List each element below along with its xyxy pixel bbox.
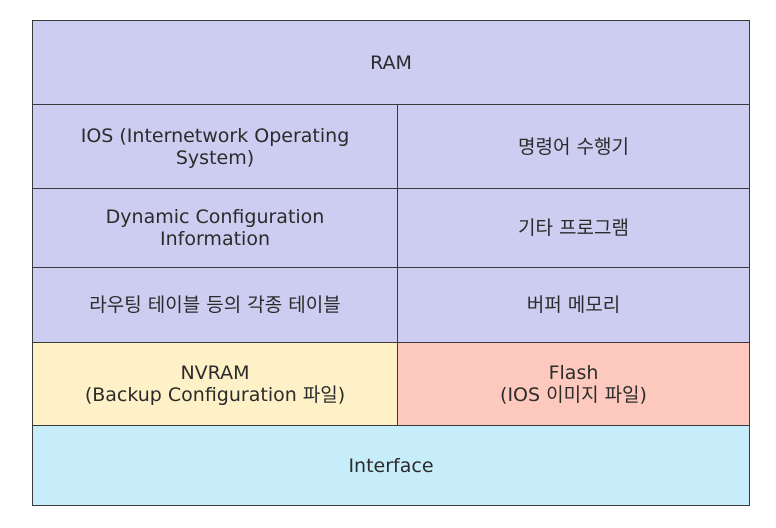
buffer-memory-label: 버퍼 메모리	[526, 294, 621, 316]
flash-cell: Flash (IOS 이미지 파일)	[397, 342, 750, 426]
other-programs-cell: 기타 프로그램	[397, 188, 750, 268]
dynamic-config-line1: Dynamic Configuration	[105, 206, 325, 228]
nvram-cell: NVRAM (Backup Configuration 파일)	[32, 342, 398, 426]
ios-label-line1: IOS (Internetwork Operating	[80, 124, 350, 147]
interface-cell: Interface	[32, 425, 750, 506]
routing-tables-label: 라우팅 테이블 등의 각종 테이블	[89, 294, 341, 316]
other-programs-label: 기타 프로그램	[518, 217, 629, 239]
command-executor-cell: 명령어 수행기	[397, 104, 750, 189]
ram-title: RAM	[370, 51, 412, 74]
dynamic-config-line2: Information	[160, 228, 270, 250]
ios-cell: IOS (Internetwork Operating System)	[32, 104, 398, 189]
ios-label-line2: System)	[175, 146, 255, 169]
ram-header: RAM	[32, 20, 750, 105]
nvram-label-line2: (Backup Configuration 파일)	[84, 384, 346, 406]
interface-label: Interface	[348, 454, 434, 477]
buffer-memory-cell: 버퍼 메모리	[397, 267, 750, 343]
routing-tables-cell: 라우팅 테이블 등의 각종 테이블	[32, 267, 398, 343]
flash-label-line2: (IOS 이미지 파일)	[500, 384, 647, 406]
router-memory-diagram: RAM IOS (Internetwork Operating System) …	[32, 20, 750, 506]
nvram-label-line1: NVRAM	[180, 362, 250, 384]
flash-label-line1: Flash	[548, 362, 599, 384]
dynamic-config-cell: Dynamic Configuration Information	[32, 188, 398, 268]
command-executor-label: 명령어 수행기	[518, 135, 629, 158]
